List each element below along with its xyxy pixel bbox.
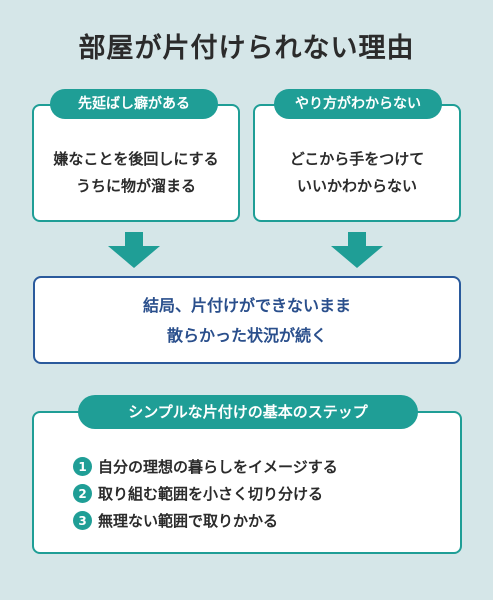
step-text: 無理ない範囲で取りかかる bbox=[98, 512, 279, 530]
result-text: 結局、片付けができないまま 散らかった状況が続く bbox=[35, 291, 459, 351]
down-arrow-icon bbox=[108, 232, 160, 268]
cause-text: どこから手をつけて いいかわからない bbox=[255, 146, 459, 200]
step-number-badge: 2 bbox=[73, 484, 92, 503]
cause-line: うちに物が溜まる bbox=[75, 177, 196, 195]
cause-label-method: やり方がわからない bbox=[274, 89, 442, 119]
step-number-badge: 1 bbox=[73, 457, 92, 476]
step-item: 2 取り組む範囲を小さく切り分ける bbox=[73, 480, 338, 507]
step-number-badge: 3 bbox=[73, 511, 92, 530]
step-item: 1 自分の理想の暮らしをイメージする bbox=[73, 453, 338, 480]
cause-card-procrastination: 嫌なことを後回しにする うちに物が溜まる bbox=[32, 104, 240, 222]
cause-text: 嫌なことを後回しにする うちに物が溜まる bbox=[34, 146, 238, 200]
cause-label-procrastination: 先延ばし癖がある bbox=[50, 89, 218, 119]
step-item: 3 無理ない範囲で取りかかる bbox=[73, 507, 338, 534]
step-text: 自分の理想の暮らしをイメージする bbox=[98, 458, 338, 476]
cause-line: 嫌なことを後回しにする bbox=[53, 150, 219, 168]
steps-list: 1 自分の理想の暮らしをイメージする 2 取り組む範囲を小さく切り分ける 3 無… bbox=[73, 453, 338, 534]
cause-line: いいかわからない bbox=[296, 177, 417, 195]
result-line: 結局、片付けができないまま bbox=[142, 296, 351, 315]
down-arrow-icon bbox=[331, 232, 383, 268]
cause-card-method: どこから手をつけて いいかわからない bbox=[253, 104, 461, 222]
result-card: 結局、片付けができないまま 散らかった状況が続く bbox=[33, 276, 461, 364]
step-text: 取り組む範囲を小さく切り分ける bbox=[98, 485, 324, 503]
steps-label: シンプルな片付けの基本のステップ bbox=[78, 395, 418, 429]
cause-line: どこから手をつけて bbox=[289, 150, 425, 168]
result-line: 散らかった状況が続く bbox=[166, 326, 327, 345]
diagram-title: 部屋が片付けられない理由 bbox=[78, 33, 415, 64]
